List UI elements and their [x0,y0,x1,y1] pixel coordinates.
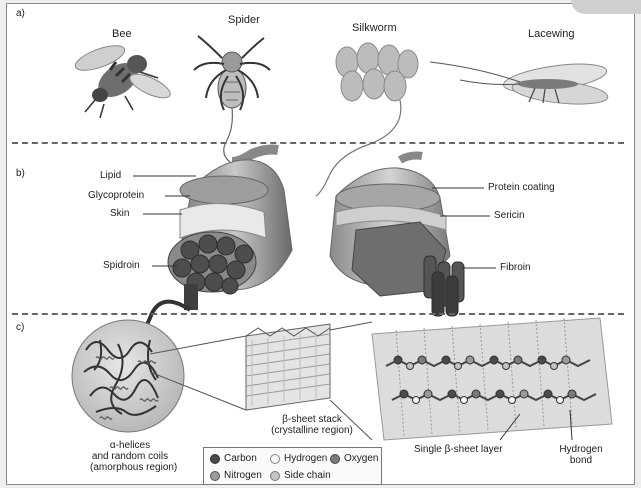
label-silkworm: Silkworm [352,22,397,34]
label-sericin: Sericin [494,210,525,221]
legend-side-chain: Side chain [270,470,331,481]
label-bee: Bee [112,28,132,40]
label-beta-stack-line2: (crystalline region) [262,425,362,436]
label-hbond-line2: bond [556,455,606,466]
beta-sheet-stack-illustration [246,324,330,410]
label-amorphous: α-helices and random coils (amorphous re… [90,440,170,473]
label-spidroin: Spidroin [103,260,140,271]
label-hydrogen-bond: Hydrogen bond [556,444,606,466]
lacewing-illustration [430,59,609,108]
panel-label-b: b) [16,168,25,179]
separator-ab [12,142,624,144]
legend-carbon-label: Carbon [224,453,257,464]
legend-hydrogen-label: Hydrogen [284,453,327,464]
separator-bc [12,313,624,315]
label-single-layer: Single β-sheet layer [414,444,503,455]
label-amorphous-line3: (amorphous region) [90,462,170,473]
amorphous-region-illustration [72,320,184,432]
panel-label-c: c) [16,322,24,333]
label-amorphous-line1: α-helices [90,440,170,451]
label-amorphous-line2: and random coils [90,451,170,462]
legend-side-chain-label: Side chain [284,470,331,481]
single-beta-sheet-illustration [372,318,612,440]
atom-legend: Carbon Hydrogen Oxygen Nitrogen Side cha… [203,447,382,485]
label-fibroin: Fibroin [500,262,531,273]
bee-illustration [72,41,173,118]
legend-carbon: Carbon [210,453,257,464]
carbon-swatch-icon [210,454,220,464]
legend-oxygen-label: Oxygen [344,453,378,464]
legend-oxygen: Oxygen [330,453,378,464]
oxygen-swatch-icon [330,454,340,464]
spider-fiber-illustration [144,150,292,349]
hydrogen-swatch-icon [270,454,280,464]
label-lipid: Lipid [100,170,121,181]
label-beta-stack: β-sheet stack (crystalline region) [262,414,362,436]
legend-nitrogen-label: Nitrogen [224,470,262,481]
legend-hydrogen: Hydrogen [270,453,327,464]
silkworm-fiber-illustration [330,156,464,317]
panel-label-a: a) [16,8,25,19]
label-hbond-line1: Hydrogen [556,444,606,455]
label-protein-coating: Protein coating [488,182,555,193]
nitrogen-swatch-icon [210,471,220,481]
side-chain-swatch-icon [270,471,280,481]
label-beta-stack-line1: β-sheet stack [262,414,362,425]
label-lacewing: Lacewing [528,28,574,40]
legend-nitrogen: Nitrogen [210,470,262,481]
label-spider: Spider [228,14,260,26]
label-glycoprotein: Glycoprotein [88,190,144,201]
label-skin: Skin [110,208,129,219]
